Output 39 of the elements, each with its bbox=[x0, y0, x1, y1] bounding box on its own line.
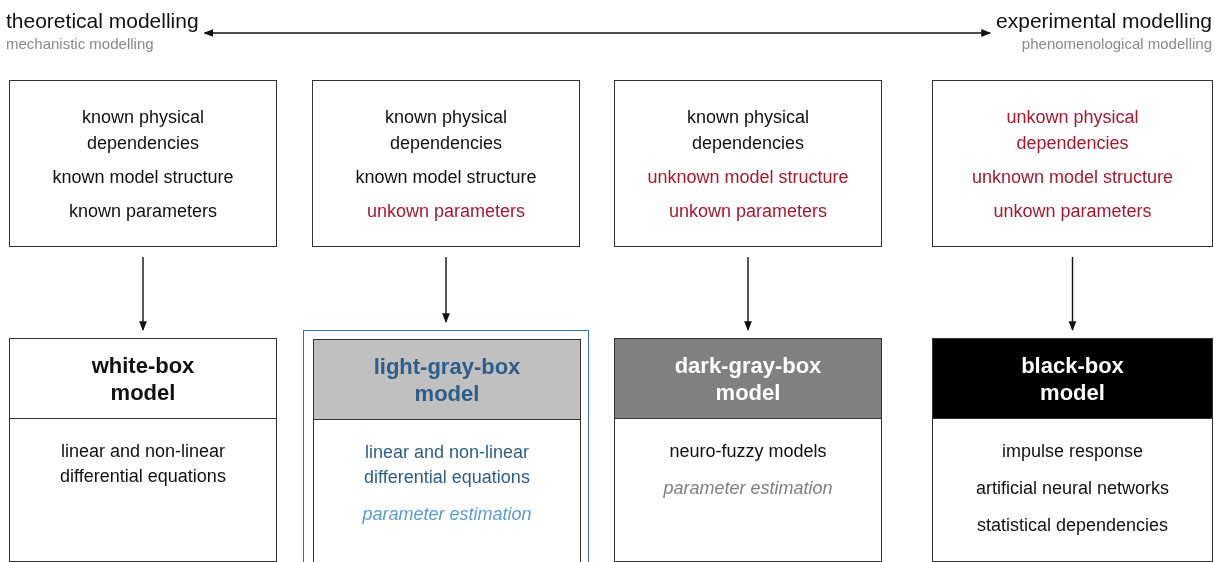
heading: experimental modelling bbox=[995, 8, 1212, 34]
condition-text: known physical dependencies bbox=[685, 105, 811, 155]
model-title: black-box model bbox=[933, 339, 1212, 419]
condition-text: unkown physical dependencies bbox=[1005, 105, 1140, 155]
arrow bbox=[744, 256, 752, 331]
subheading: phenomenological modelling bbox=[1020, 34, 1212, 54]
method-text: neuro-fuzzy models bbox=[668, 440, 828, 463]
method-text: parameter estimation bbox=[662, 477, 834, 500]
condition-box bbox=[9, 80, 277, 247]
model-box bbox=[932, 338, 1213, 562]
method-text: artificial neural networks bbox=[974, 477, 1171, 500]
condition-text: known physical dependencies bbox=[80, 105, 206, 155]
arrow bbox=[1068, 256, 1077, 331]
condition-text: known model structure bbox=[355, 165, 537, 189]
condition-box bbox=[614, 80, 882, 247]
model-title: dark-gray-box model bbox=[615, 339, 881, 419]
method-text: parameter estimation bbox=[361, 503, 533, 526]
method-text: impulse response bbox=[1000, 440, 1145, 463]
condition-box bbox=[312, 80, 580, 247]
condition-text: unkown parameters bbox=[993, 199, 1152, 223]
subheading: mechanistic modelling bbox=[6, 34, 155, 54]
condition-box bbox=[932, 80, 1213, 247]
arrow bbox=[139, 256, 147, 331]
condition-text: known parameters bbox=[68, 199, 218, 223]
condition-text: unkown parameters bbox=[366, 199, 526, 223]
model-box bbox=[614, 338, 882, 562]
condition-text: unknown model structure bbox=[971, 165, 1174, 189]
condition-text: known model structure bbox=[52, 165, 234, 189]
condition-text: unknown model structure bbox=[647, 165, 849, 189]
condition-text: unkown parameters bbox=[668, 199, 828, 223]
condition-text: known physical dependencies bbox=[383, 105, 509, 155]
heading: theoretical modelling bbox=[6, 8, 200, 34]
method-text: linear and non-linear differential equations bbox=[363, 441, 531, 489]
model-box bbox=[9, 338, 277, 562]
arrow bbox=[203, 29, 992, 37]
arrow bbox=[442, 256, 450, 323]
model-title: light-gray-box model bbox=[314, 340, 580, 420]
method-text: statistical dependencies bbox=[975, 514, 1170, 537]
method-text: linear and non-linear differential equations bbox=[59, 440, 227, 488]
